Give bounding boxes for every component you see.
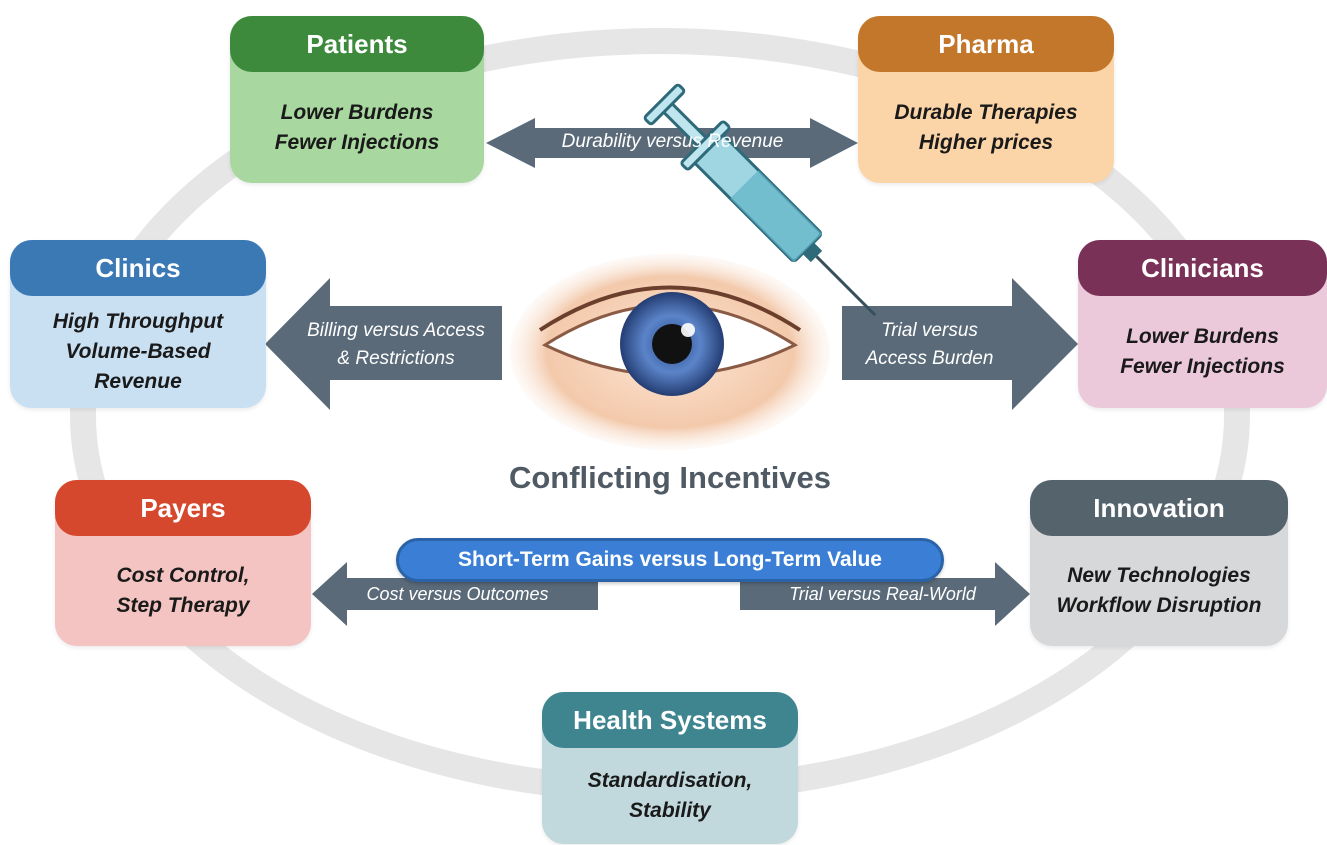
node-payers: Payers Cost Control, Step Therapy [55, 480, 311, 646]
node-pharma-line-2: Higher prices [918, 130, 1054, 154]
arrow-label-clinics-line-1: Billing versus Access [307, 320, 485, 341]
node-health-systems-body: Standardisation, Stability [542, 748, 798, 844]
node-clinicians-line-2: Fewer Injections [1120, 355, 1285, 378]
node-payers-header: Payers [55, 480, 311, 536]
node-clinicians-header: Clinicians [1078, 240, 1327, 296]
arrow-label-clinicians-line-1: Trial versus [881, 320, 978, 341]
node-clinicians-body: Lower Burdens Fewer Injections [1078, 296, 1327, 408]
node-pharma-line-1: Durable Therapies [894, 100, 1078, 124]
node-pharma-body: Durable Therapies Higher prices [858, 72, 1114, 183]
node-clinicians-line-1: Lower Burdens [1126, 325, 1279, 348]
center-title: Conflicting Incentives [508, 460, 832, 495]
node-pharma: Pharma Durable Therapies Higher prices [858, 16, 1114, 183]
node-health-systems: Health Systems Standardisation, Stabilit… [542, 692, 798, 844]
node-patients: Patients Lower Burdens Fewer Injections [230, 16, 484, 183]
node-innovation-line-1: New Technologies [1067, 564, 1251, 587]
arrow-to-clinics [265, 278, 502, 410]
arrow-label-payers: Cost versus Outcomes [366, 584, 549, 604]
node-innovation-line-2: Workflow Disruption [1056, 594, 1262, 617]
syringe-icon [643, 83, 877, 317]
eye-illustration [510, 254, 830, 450]
node-clinics-line-3: Revenue [94, 370, 182, 393]
node-patients-body: Lower Burdens Fewer Injections [230, 72, 484, 183]
arrow-label-clinics: Billing versus Access & Restrictions [290, 317, 502, 373]
node-payers-line-2: Step Therapy [116, 594, 250, 617]
arrow-label-clinicians-line-2: Access Burden [865, 348, 994, 369]
arrow-label-innovation: Trial versus Real-World [789, 584, 976, 604]
node-clinics-header: Clinics [10, 240, 266, 296]
node-patients-header: Patients [230, 16, 484, 72]
node-clinics-body: High Throughput Volume-Based Revenue [10, 296, 266, 408]
node-patients-line-2: Fewer Injections [274, 130, 440, 154]
node-clinics-line-2: Volume-Based [65, 340, 211, 363]
arrow-label-clinicians: Trial versus Access Burden [842, 317, 1017, 373]
node-patients-line-1: Lower Burdens [280, 100, 434, 124]
node-clinicians: Clinicians Lower Burdens Fewer Injection… [1078, 240, 1327, 408]
node-clinics-line-1: High Throughput [52, 310, 224, 333]
node-innovation: Innovation New Technologies Workflow Dis… [1030, 480, 1288, 646]
node-health-systems-line-2: Stability [629, 799, 711, 822]
center-banner: Short-Term Gains versus Long-Term Value [396, 538, 944, 582]
node-payers-body: Cost Control, Step Therapy [55, 536, 311, 646]
arrow-label-patients-pharma: Durability versus Revenue [561, 131, 784, 152]
node-innovation-header: Innovation [1030, 480, 1288, 536]
node-health-systems-header: Health Systems [542, 692, 798, 748]
node-clinics: Clinics High Throughput Volume-Based Rev… [10, 240, 266, 408]
arrow-patients-pharma [486, 118, 858, 168]
node-pharma-header: Pharma [858, 16, 1114, 72]
arrow-label-clinics-line-2: & Restrictions [337, 348, 455, 369]
node-innovation-body: New Technologies Workflow Disruption [1030, 536, 1288, 646]
arrow-to-clinicians [842, 278, 1078, 410]
node-payers-line-1: Cost Control, [116, 564, 250, 587]
node-health-systems-line-1: Standardisation, [587, 769, 753, 792]
